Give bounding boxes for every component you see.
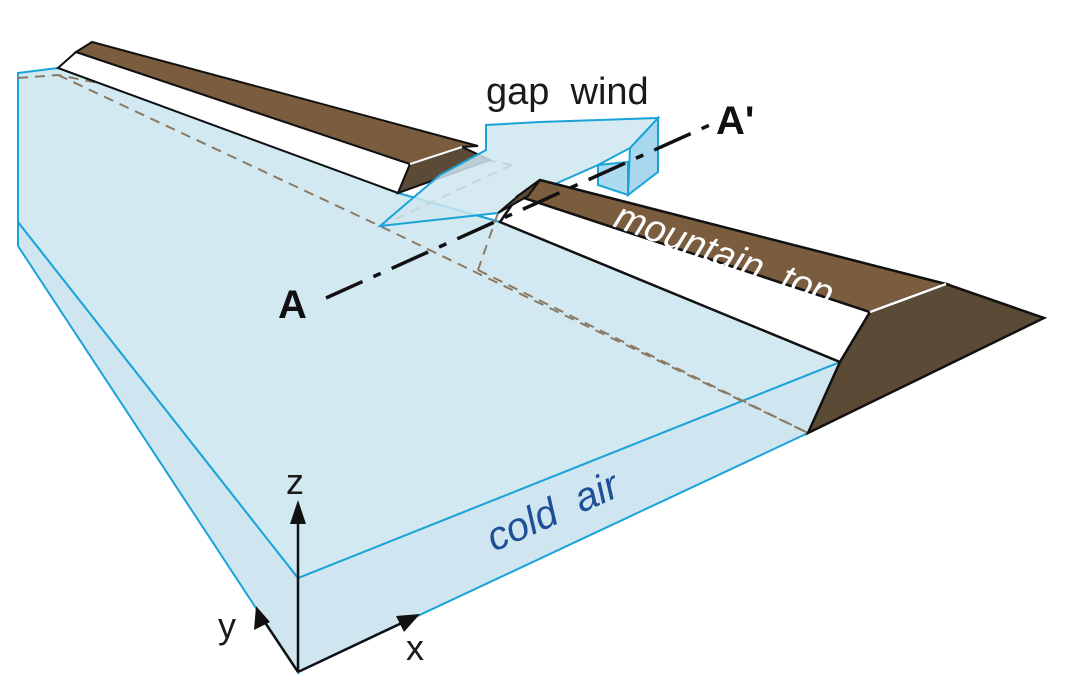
- cold-air-layer: [17, 66, 843, 676]
- point-a-prime-label: A': [716, 99, 754, 143]
- gap-wind-label: gap wind: [486, 71, 649, 113]
- axis-y-arrowhead: [254, 606, 270, 630]
- axis-y-label: y: [218, 605, 236, 646]
- cross-section-line: A A': [278, 99, 754, 327]
- axis-y-line: [260, 617, 300, 673]
- axis-x-arrowhead: [396, 614, 420, 632]
- axis-z-arrowhead: [290, 500, 306, 524]
- axis-x-line: [297, 618, 409, 674]
- near-mountain-ridge: mountain top: [497, 178, 1048, 436]
- far-mountain-ridge: [56, 40, 493, 195]
- axes: z x y: [218, 461, 424, 674]
- far-ridge-top: [73, 40, 479, 166]
- hidden-base-diagonal: [57, 74, 809, 434]
- near-ridge-end-face: [805, 282, 1048, 436]
- hidden-base-near-edge: [477, 269, 809, 434]
- near-ridge-gap-face: [497, 179, 541, 214]
- near-ridge-edge-highlight: [869, 282, 947, 314]
- axis-z-label: z: [286, 461, 304, 502]
- far-ridge-edge-highlight: [409, 146, 463, 165]
- axis-x-label: x: [406, 627, 424, 668]
- point-a-label: A: [278, 283, 307, 327]
